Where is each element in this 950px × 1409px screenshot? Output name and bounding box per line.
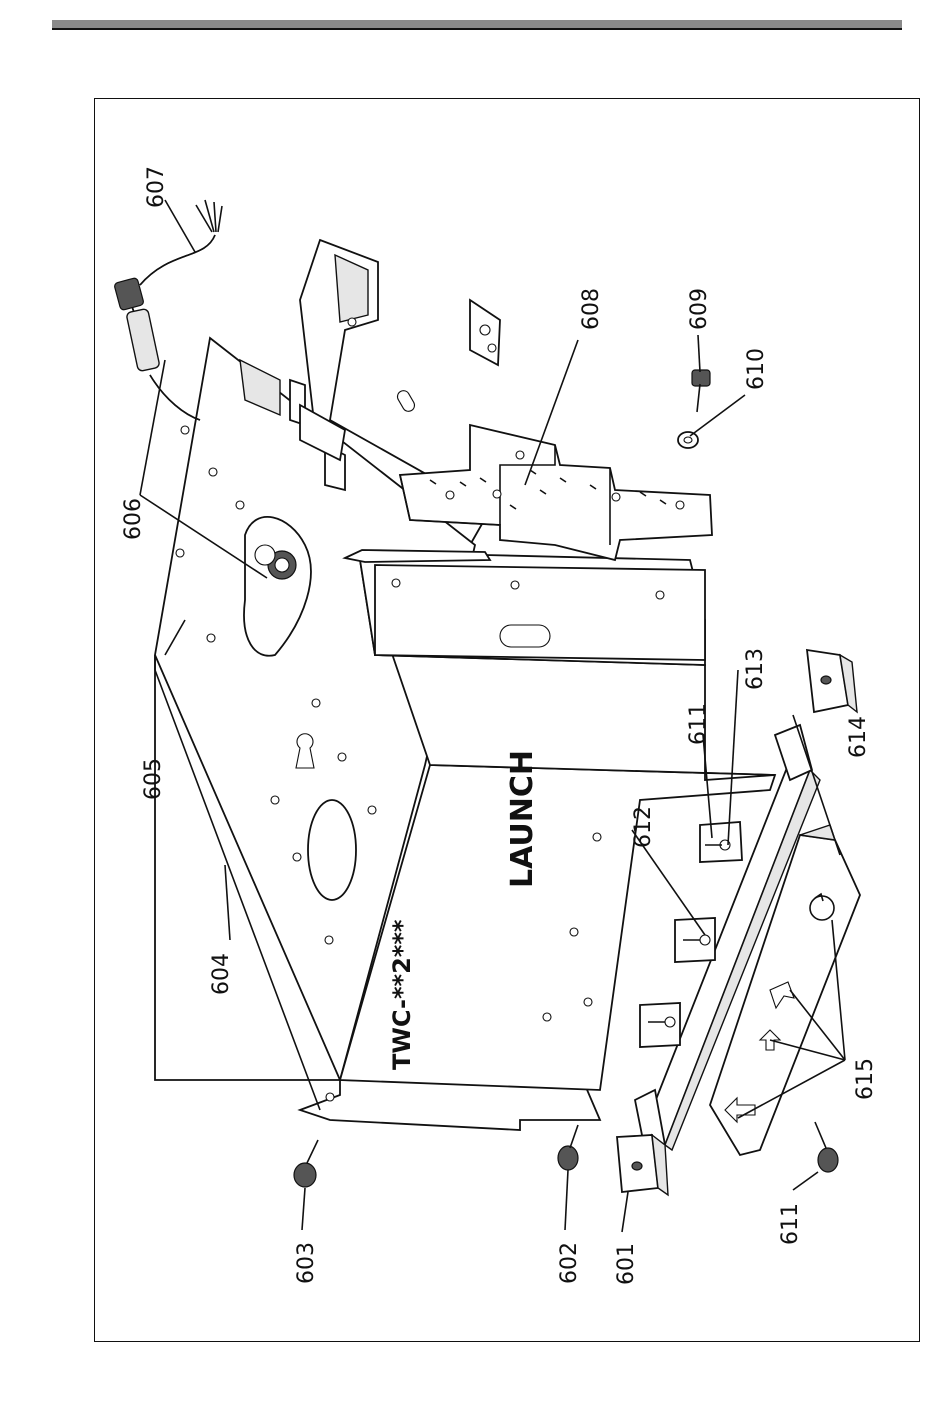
screw-602 [558,1125,578,1170]
callout-614: 614 [846,716,871,758]
screw-609 [692,370,710,412]
callout-605: 605 [141,758,166,800]
model-label: TWC-**2*** [388,919,416,1070]
foot-block-right [807,650,857,712]
callout-606: 606 [121,498,146,540]
callout-608: 608 [579,288,604,330]
callout-612: 612 [631,806,656,848]
callout-611-upper: 611 [686,703,711,745]
callout-615: 615 [853,1058,878,1100]
callout-601: 601 [614,1243,639,1285]
callout-602: 602 [557,1242,582,1284]
washer-610 [678,432,698,448]
callout-603: 603 [294,1242,319,1284]
foot-block-601 [617,1135,668,1195]
callout-604: 604 [209,953,234,995]
callout-607: 607 [144,166,169,208]
screw-611-lower [815,1122,838,1172]
callout-610: 610 [744,348,769,390]
screw-603 [294,1140,318,1187]
callout-609: 609 [687,288,712,330]
brand-label: LAUNCH [505,750,540,888]
callout-613: 613 [743,648,768,690]
callout-611-lower: 611 [778,1203,803,1245]
